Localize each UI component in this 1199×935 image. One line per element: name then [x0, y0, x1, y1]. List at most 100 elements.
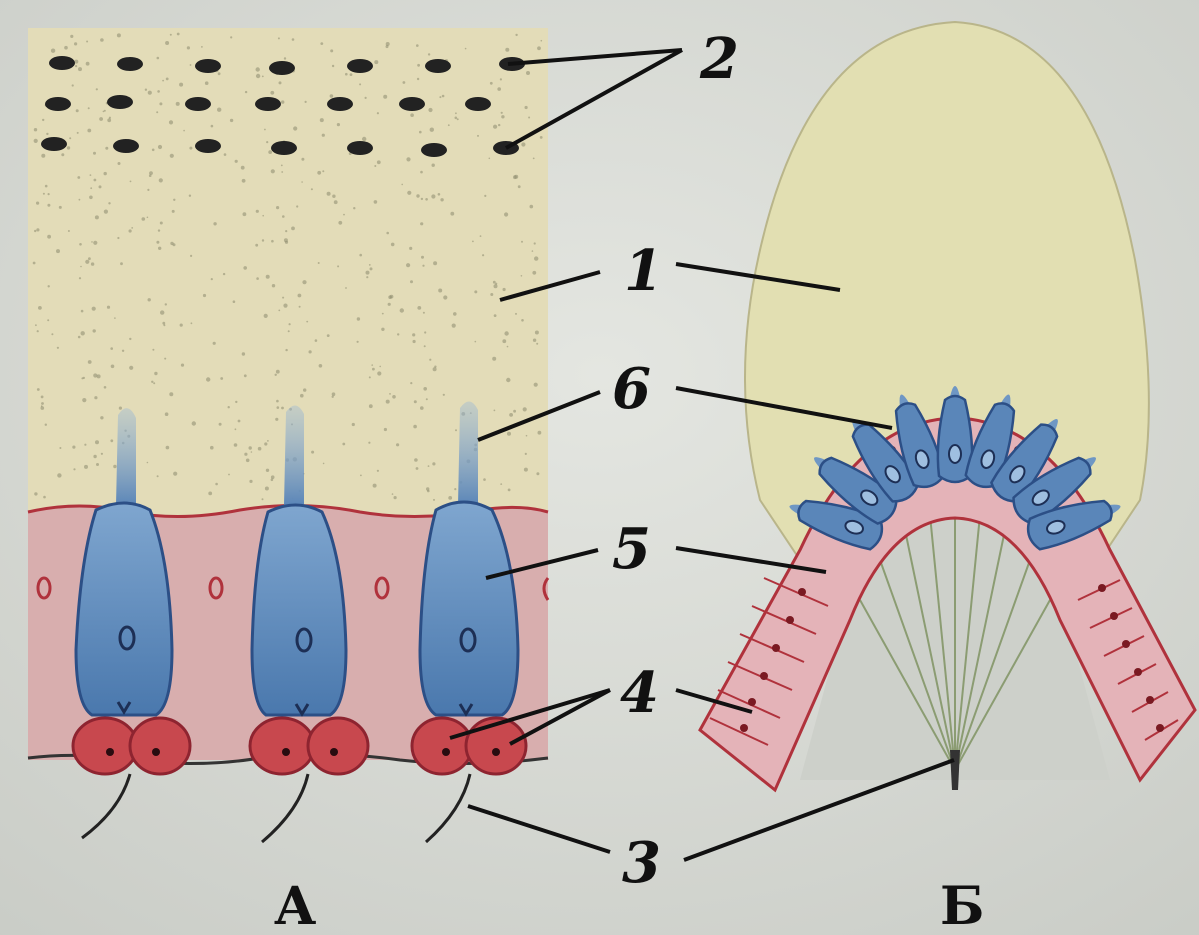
membrane-speckle — [176, 102, 180, 106]
membrane-speckle — [377, 470, 379, 472]
membrane-speckle — [262, 215, 264, 217]
stereocilia-bundle — [458, 401, 478, 505]
membrane-speckle — [442, 95, 445, 98]
panel-a-label: А — [274, 876, 316, 935]
membrane-speckle — [416, 194, 419, 197]
otolith — [347, 141, 373, 155]
membrane-speckle — [224, 153, 227, 156]
membrane-speckle — [86, 62, 90, 66]
membrane-speckle — [455, 112, 457, 114]
membrane-speckle — [424, 331, 426, 333]
membrane-speckle — [244, 374, 247, 377]
membrane-speckle — [79, 277, 81, 279]
membrane-speckle — [388, 295, 392, 299]
membrane-speckle — [526, 71, 530, 75]
membrane-speckle — [369, 264, 371, 266]
membrane-speckle — [37, 330, 39, 332]
membrane-speckle — [230, 36, 232, 38]
membrane-speckle — [285, 349, 287, 351]
membrane-speckle — [242, 179, 246, 183]
membrane-speckle — [264, 314, 268, 318]
stereocilia-bundle — [284, 405, 304, 505]
membrane-speckle — [353, 207, 355, 209]
membrane-speckle — [149, 171, 153, 175]
membrane-speckle — [81, 331, 85, 335]
membrane-speckle — [368, 442, 370, 444]
membrane-speckle — [533, 339, 536, 342]
membrane-speckle — [56, 249, 60, 253]
membrane-speckle — [172, 210, 175, 213]
membrane-speckle — [413, 425, 417, 429]
membrane-speckle — [534, 242, 536, 244]
membrane-speckle — [484, 195, 486, 197]
membrane-speckle — [285, 241, 288, 244]
membrane-speckle — [403, 81, 406, 84]
membrane-speckle — [265, 487, 269, 491]
hair-cell-nucleus — [949, 445, 961, 463]
membrane-speckle — [371, 364, 373, 366]
membrane-speckle — [151, 381, 153, 383]
membrane-speckle — [343, 214, 345, 216]
otolith — [117, 57, 143, 71]
membrane-speckle — [190, 255, 192, 257]
membrane-speckle — [86, 41, 88, 43]
membrane-speckle — [501, 115, 504, 118]
membrane-speckle — [48, 285, 50, 287]
membrane-speckle — [281, 407, 284, 410]
membrane-speckle — [77, 132, 79, 134]
membrane-speckle — [69, 137, 71, 139]
membrane-speckle — [357, 317, 360, 320]
membrane-speckle — [365, 97, 367, 99]
membrane-speckle — [428, 53, 430, 55]
membrane-speckle — [526, 435, 528, 437]
membrane-speckle — [266, 275, 270, 279]
membrane-speckle — [284, 57, 286, 59]
membrane-speckle — [373, 484, 377, 488]
membrane-speckle — [291, 227, 295, 231]
membrane-speckle — [406, 157, 410, 161]
membrane-speckle — [494, 410, 496, 412]
membrane-speckle — [264, 129, 266, 131]
nerve-ending — [73, 718, 137, 774]
membrane-speckle — [218, 72, 221, 75]
membrane-speckle — [327, 192, 331, 196]
membrane-speckle — [443, 295, 447, 299]
otolith — [113, 139, 139, 153]
membrane-speckle — [535, 331, 539, 335]
membrane-speckle — [443, 394, 445, 396]
membrane-speckle — [285, 230, 287, 232]
otolith — [45, 97, 71, 111]
nerve-ending — [466, 718, 526, 774]
membrane-speckle — [530, 205, 534, 209]
membrane-speckle — [48, 193, 50, 195]
membrane-speckle — [452, 324, 456, 328]
membrane-speckle — [34, 139, 38, 143]
membrane-speckle — [238, 420, 241, 423]
membrane-speckle — [131, 227, 133, 229]
membrane-speckle — [282, 297, 284, 299]
otolith — [195, 59, 221, 73]
membrane-speckle — [217, 108, 221, 112]
membrane-speckle — [165, 412, 169, 416]
membrane-speckle — [84, 444, 86, 446]
membrane-speckle — [36, 228, 39, 231]
membrane-speckle — [262, 76, 264, 78]
nerve-endings — [73, 718, 526, 774]
membrane-speckle — [384, 428, 387, 431]
membrane-speckle — [281, 100, 284, 103]
membrane-speckle — [306, 321, 308, 323]
membrane-speckle — [528, 117, 530, 119]
otolith — [107, 95, 133, 109]
membrane-speckle — [152, 149, 155, 152]
membrane-speckle — [532, 271, 536, 275]
membrane-speckle — [104, 110, 106, 112]
membrane-speckle — [536, 472, 539, 475]
membrane-speckle — [157, 57, 160, 60]
membrane-speckle — [33, 262, 36, 265]
membrane-speckle — [296, 205, 298, 207]
membrane-speckle — [220, 377, 223, 380]
membrane-speckle — [242, 352, 245, 355]
membrane-speckle — [317, 171, 321, 175]
membrane-speckle — [417, 78, 419, 80]
